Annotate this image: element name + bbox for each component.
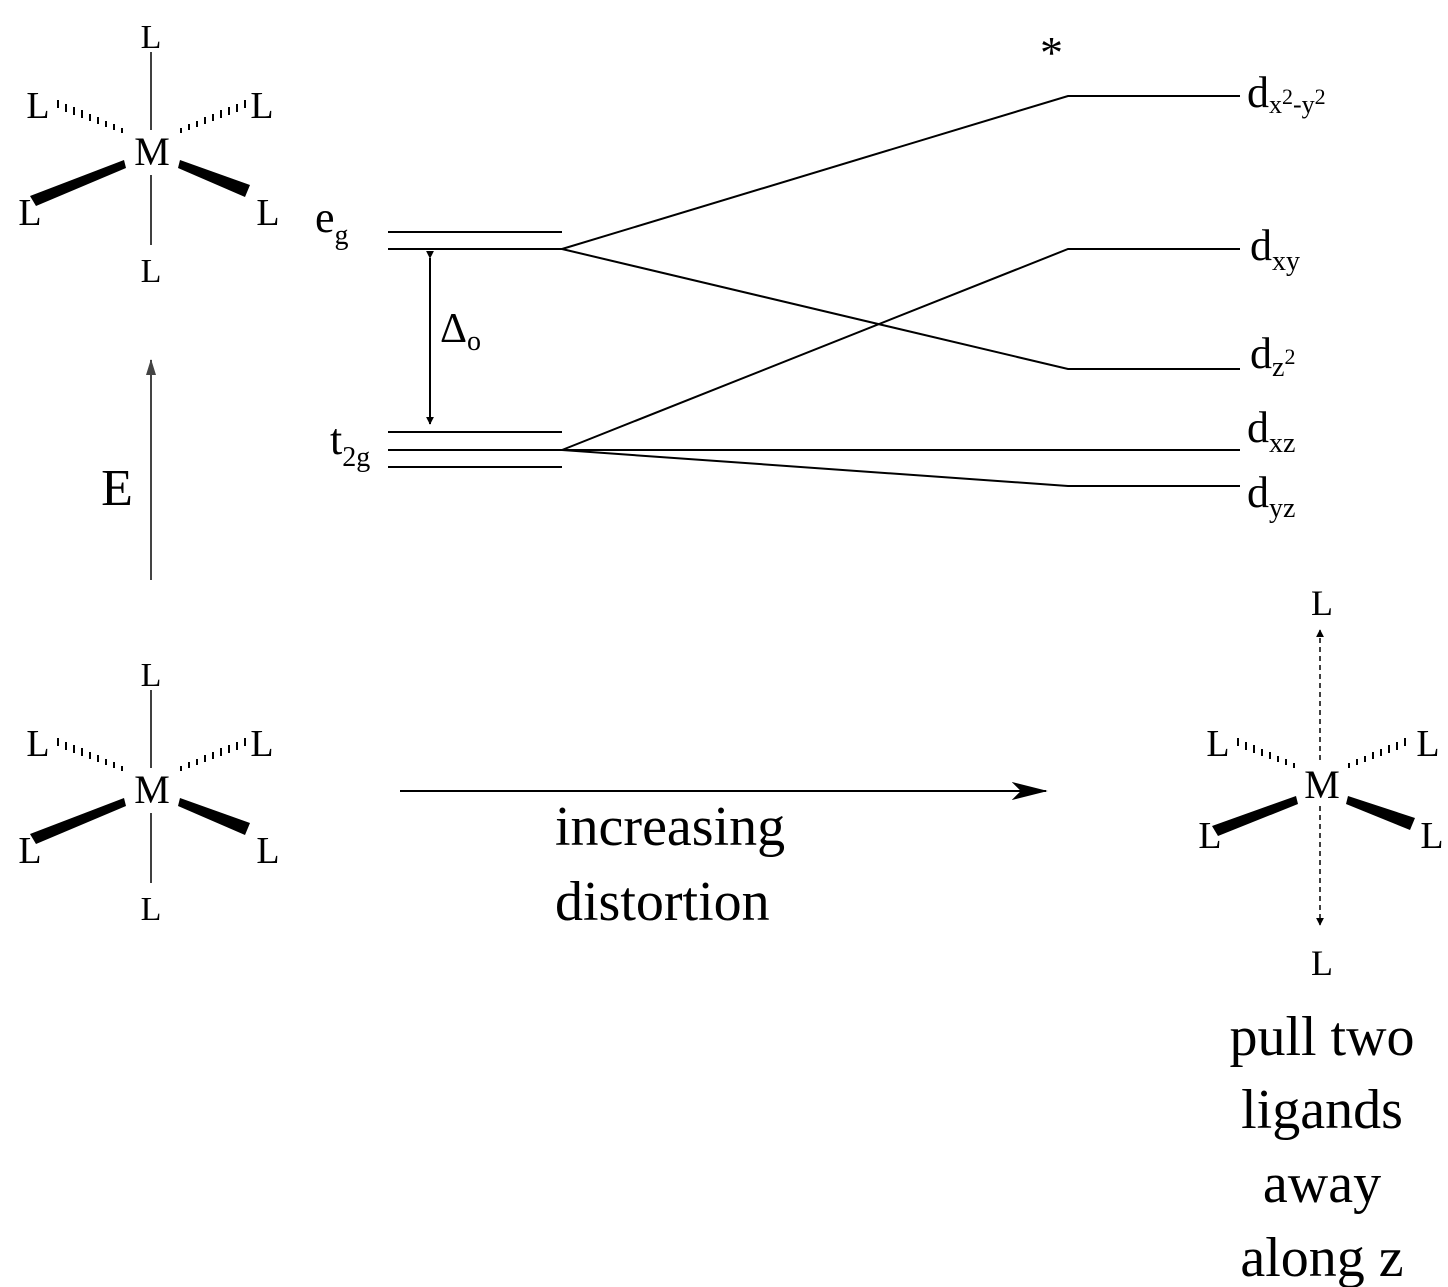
- metal-label: M: [134, 767, 170, 812]
- asterisk-mark: *: [1040, 27, 1063, 78]
- energy-axis: E: [101, 359, 156, 580]
- distorted-complex: L L L M L L L: [1198, 583, 1443, 983]
- ligand-label: L: [1311, 943, 1333, 983]
- ligand-label: L: [250, 85, 273, 127]
- delta-o-label: Δo: [440, 306, 481, 357]
- octahedral-levels: eg t2g Δo: [315, 193, 562, 473]
- correlation-line-dx2y2: [561, 95, 1240, 250]
- wedge-bond-left: [1212, 796, 1298, 836]
- hashed-bond-left: [57, 738, 123, 771]
- ligand-label: L: [18, 192, 41, 234]
- correlation-line-dyz: [561, 449, 1240, 487]
- correlation-lines: [561, 95, 1240, 487]
- wedge-bond-right: [1346, 796, 1415, 830]
- ligand-label: L: [26, 85, 49, 127]
- correlation-line-dz2: [561, 248, 1240, 370]
- hashed-bond-right: [180, 738, 246, 771]
- ligand-label: L: [26, 723, 49, 765]
- ligand-label: L: [256, 830, 279, 872]
- process-label-line2: distortion: [555, 871, 770, 933]
- hashed-bond-right: [180, 100, 246, 133]
- process-label-line1: increasing: [555, 796, 785, 858]
- ligand-label: L: [1420, 815, 1443, 857]
- wedge-bond-right: [178, 798, 250, 835]
- ligand-label: L: [1416, 723, 1439, 765]
- caption-line-2: ligands: [1241, 1079, 1403, 1141]
- dxy-label: dxy: [1250, 221, 1300, 277]
- ligand-label: L: [141, 657, 162, 694]
- metal-label: M: [134, 129, 170, 174]
- dxz-label: dxz: [1247, 403, 1295, 459]
- wedge-bond-right: [178, 160, 250, 197]
- distortion-process: increasing distortion: [400, 782, 1048, 933]
- ligand-label: L: [18, 830, 41, 872]
- caption-line-4: along z: [1240, 1227, 1403, 1287]
- ligand-label: L: [1206, 723, 1229, 765]
- hashed-bond-left: [1237, 738, 1295, 768]
- energy-axis-label: E: [101, 460, 133, 517]
- distortion-caption: pull two ligands away along z: [1229, 1006, 1414, 1287]
- eg-label: eg: [315, 193, 349, 251]
- hashed-bond-left: [57, 100, 123, 133]
- ligand-label: L: [1311, 583, 1333, 623]
- hashed-bond-right: [1348, 738, 1406, 768]
- t2g-label: t2g: [330, 415, 370, 473]
- dz2-label: dz2: [1250, 329, 1295, 383]
- caption-line-3: away: [1263, 1153, 1381, 1215]
- metal-label: M: [1304, 762, 1340, 807]
- octahedral-complex-bottom: L L L M L L L: [18, 657, 279, 928]
- dyz-label: dyz: [1247, 468, 1295, 524]
- ligand-label: L: [256, 192, 279, 234]
- distorted-levels: * dx2-y2 dxy dz2 dxz dyz: [1040, 27, 1326, 524]
- ligand-label: L: [141, 19, 162, 56]
- ligand-label: L: [250, 723, 273, 765]
- wedge-bond-left: [30, 160, 126, 206]
- octahedral-complex-top: L L L M L L L: [18, 19, 279, 290]
- dx2-y2-label: dx2-y2: [1247, 68, 1326, 119]
- wedge-bond-left: [30, 798, 126, 844]
- ligand-label: L: [141, 253, 162, 290]
- correlation-line-dxy: [561, 248, 1240, 451]
- ligand-label: L: [141, 891, 162, 928]
- ligand-label: L: [1198, 815, 1221, 857]
- caption-line-1: pull two: [1229, 1006, 1414, 1068]
